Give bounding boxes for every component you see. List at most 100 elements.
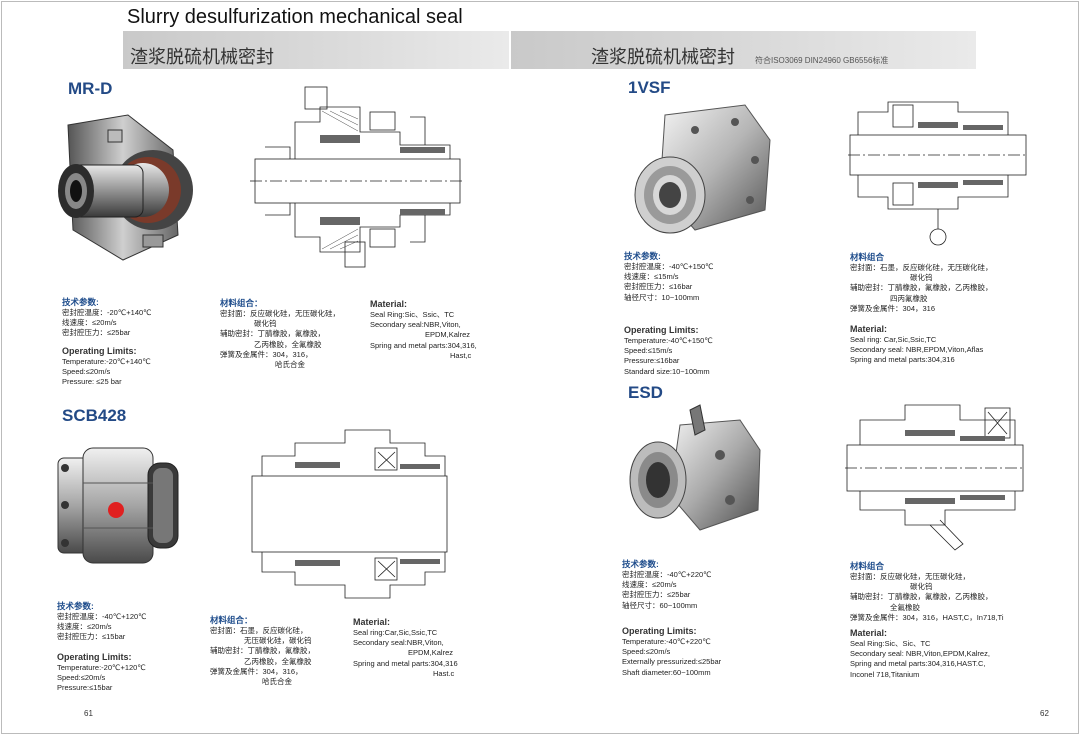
1vsf-limits-line: Pressure:≤16bar <box>624 356 680 366</box>
scb428-materials-cn: 材料组合： 密封面：石墨，反应碳化硅， 无压碳化硅，碳化钨 辅助密封：丁腈橡胶，… <box>210 614 315 687</box>
mrd-limits-line: Temperature:-20℃+140℃ <box>62 357 151 366</box>
model-name-mrd: MR-D <box>68 79 113 98</box>
mrd-mat-en-line: EPDM,Kalrez <box>425 330 471 340</box>
scb428-limits-line: Speed:≤20m/s <box>57 673 106 683</box>
mrd-operating-limits: Operating Limits: Temperature:-20℃+140℃ … <box>62 345 151 388</box>
mrd-mat-cn-line: 弹簧及金属件：304，316， <box>220 349 313 359</box>
esd-tech-params: 技术参数: 密封腔温度：-40℃+220℃ 线速度：≤20m/s 密封腔压力：≤… <box>622 558 712 611</box>
scb428-tech-line: 线速度：≤20m/s <box>57 622 112 632</box>
esd-cross-section-drawing <box>845 404 1025 551</box>
scb428-mat-cn-line: 辅助密封：丁腈橡胶，氟橡胶， <box>210 646 315 656</box>
chinese-title-right: 渣浆脱硫机械密封 <box>591 47 735 68</box>
scb428-mat-en-line: Seal ring:Car,Sic,Ssic,TC <box>353 628 438 637</box>
esd-mat-en-line: Secondary seal: NBR,Viton,EPDM,Kalrez, <box>850 649 990 659</box>
mrd-cross-section-drawing <box>250 86 465 268</box>
esd-tech-line: 线速度：≤20m/s <box>622 580 677 590</box>
scb428-mat-en-line: Secondary seal:NBR,Viton, <box>353 638 444 648</box>
scb428-limits-heading: Operating Limits: <box>57 652 132 662</box>
mrd-product-photo <box>58 114 193 261</box>
standards-note: 符合ISO3069 DIN24960 GB6556标准 <box>755 56 889 65</box>
esd-mat-cn-line: 全氟橡胶 <box>890 602 920 612</box>
1vsf-mat-cn-heading: 材料组合 <box>850 252 885 262</box>
mrd-tech-heading: 技术参数: <box>62 297 99 307</box>
mrd-mat-cn-line: 辅助密封：丁腈橡胶，氟橡胶， <box>220 329 325 339</box>
1vsf-tech-line: 密封腔压力：≤16bar <box>624 282 693 292</box>
mrd-tech-line: 密封腔压力：≤25bar <box>62 328 131 338</box>
esd-tech-line: 密封腔温度：-40℃+220℃ <box>622 570 712 579</box>
mrd-mat-cn-heading: 材料组合： <box>220 298 263 308</box>
esd-limits-line: Speed:≤20m/s <box>622 647 671 657</box>
esd-mat-cn-line: 弹簧及金属件：304，316，HAST,C，In718,Ti <box>850 612 1004 622</box>
1vsf-materials-en: Material: Seal ring: Car,Sic,Ssic,TC Sec… <box>850 323 983 366</box>
1vsf-limits-heading: Operating Limits: <box>624 325 699 335</box>
mrd-materials-en: Material: Seal Ring:Sic、Ssic、TC Secondar… <box>370 298 477 361</box>
esd-mat-cn-line: 碳化钨 <box>910 582 933 592</box>
1vsf-mat-cn-line: 碳化钨 <box>910 273 933 283</box>
scb428-limits-line: Temperature:-20℃+120℃ <box>57 663 146 672</box>
esd-limits-line: Temperature:-40℃+220℃ <box>622 637 711 646</box>
1vsf-mat-cn-line: 弹簧及金属件：304，316 <box>850 303 936 313</box>
esd-mat-en-line: Seal Ring:Sic、Sic、TC <box>850 639 931 648</box>
1vsf-product-photo <box>634 104 771 234</box>
1vsf-mat-cn-line: 辅助密封：丁腈橡胶，氟橡胶，乙丙橡胶， <box>850 283 993 293</box>
esd-limits-line: Externally pressurized:≤25bar <box>622 657 722 667</box>
1vsf-tech-line: 轴径尺寸：10~100mm <box>624 292 700 302</box>
mrd-mat-cn-line: 乙丙橡胶，全氟橡胶 <box>254 339 322 349</box>
esd-materials-en: Material: Seal Ring:Sic、Sic、TC Secondary… <box>850 627 990 680</box>
scb428-limits-line: Pressure:≤15bar <box>57 683 113 693</box>
esd-tech-line: 密封腔压力：≤25bar <box>622 590 691 600</box>
1vsf-materials-cn: 材料组合 密封面：石墨，反应碳化硅，无压碳化硅， 碳化钨 辅助密封：丁腈橡胶，氟… <box>850 251 993 314</box>
scb428-tech-line: 密封腔压力：≤15bar <box>57 632 126 642</box>
scb428-operating-limits: Operating Limits: Temperature:-20℃+120℃ … <box>57 651 146 694</box>
mrd-tech-line: 密封腔温度：-20℃+140℃ <box>62 308 152 317</box>
1vsf-mat-en-line: Seal ring: Car,Sic,Ssic,TC <box>850 335 937 344</box>
1vsf-mat-en-line: Secondary seal: NBR,EPDM,Viton,Aflas <box>850 345 984 355</box>
1vsf-mat-cn-line: 四丙氟橡胶 <box>890 293 928 303</box>
1vsf-tech-line: 线速度：≤15m/s <box>624 272 679 282</box>
scb428-mat-en-heading: Material: <box>353 617 391 627</box>
model-name-scb428: SCB428 <box>62 406 127 425</box>
esd-tech-heading: 技术参数: <box>622 559 659 569</box>
1vsf-tech-line: 密封腔温度：-40℃+150℃ <box>624 262 714 271</box>
scb428-tech-heading: 技术参数: <box>57 601 94 611</box>
esd-product-photo <box>629 404 761 531</box>
model-name-1vsf: 1VSF <box>628 78 671 97</box>
scb428-mat-cn-heading: 材料组合： <box>210 615 253 625</box>
esd-mat-en-heading: Material: <box>850 628 888 638</box>
scb428-mat-en-line: Hast.c <box>433 668 455 678</box>
esd-limits-heading: Operating Limits: <box>622 626 697 636</box>
scb428-tech-line: 密封腔温度：-40℃+120℃ <box>57 612 147 621</box>
mrd-tech-line: 线速度：≤20m/s <box>62 318 117 328</box>
page-number-left: 61 <box>84 709 93 718</box>
mrd-mat-en-line: Hast,c <box>450 350 472 360</box>
esd-mat-cn-heading: 材料组合 <box>850 561 885 571</box>
chinese-title-left: 渣浆脱硫机械密封 <box>130 47 274 68</box>
esd-operating-limits: Operating Limits: Temperature:-40℃+220℃ … <box>622 625 721 678</box>
1vsf-limits-line: Temperature:-40℃+150℃ <box>624 336 713 345</box>
esd-tech-line: 轴径尺寸：60~100mm <box>622 600 698 610</box>
esd-mat-en-line: Inconel 718,Titanium <box>850 669 920 679</box>
model-name-esd: ESD <box>628 383 663 402</box>
scb428-tech-params: 技术参数: 密封腔温度：-40℃+120℃ 线速度：≤20m/s 密封腔压力：≤… <box>57 600 147 643</box>
1vsf-limits-line: Speed:≤15m/s <box>624 346 673 356</box>
scb428-mat-cn-line: 密封面：石墨，反应碳化硅， <box>210 626 308 635</box>
esd-mat-en-line: Spring and metal parts:304,316,HAST.C, <box>850 659 986 669</box>
mrd-limits-line: Speed:≤20m/s <box>62 367 111 377</box>
1vsf-mat-en-heading: Material: <box>850 324 888 334</box>
mrd-limits-heading: Operating Limits: <box>62 346 137 356</box>
mrd-mat-cn-line: 哈氏合金 <box>275 360 305 370</box>
scb428-mat-cn-line: 哈氏合金 <box>262 677 292 687</box>
mrd-mat-cn-line: 碳化钨 <box>254 319 277 329</box>
scb428-mat-en-line: Spring and metal parts:304,316 <box>353 658 458 668</box>
title-band-right <box>511 31 976 69</box>
catalog-title: Slurry desulfurization mechanical seal <box>127 6 463 28</box>
mrd-mat-en-line: Spring and metal parts:304,316, <box>370 340 477 350</box>
mrd-materials-cn: 材料组合： 密封面：反应碳化硅，无压碳化硅， 碳化钨 辅助密封：丁腈橡胶，氟橡胶… <box>220 297 340 370</box>
1vsf-mat-cn-line: 密封面：石墨，反应碳化硅，无压碳化硅， <box>850 263 993 272</box>
mrd-mat-en-line: Secondary seal:NBR,Viton, <box>370 320 461 330</box>
scb428-mat-en-line: EPDM,Kalrez <box>408 648 454 658</box>
esd-materials-cn: 材料组合 密封面：反应碳化硅，无压碳化硅， 碳化钨 辅助密封：丁腈橡胶，氟橡胶，… <box>850 560 1004 623</box>
scb428-mat-cn-line: 弹簧及金属件：304，316， <box>210 666 303 676</box>
esd-mat-cn-line: 辅助密封：丁腈橡胶，氟橡胶，乙丙橡胶， <box>850 592 993 602</box>
1vsf-cross-section-drawing <box>848 101 1028 246</box>
